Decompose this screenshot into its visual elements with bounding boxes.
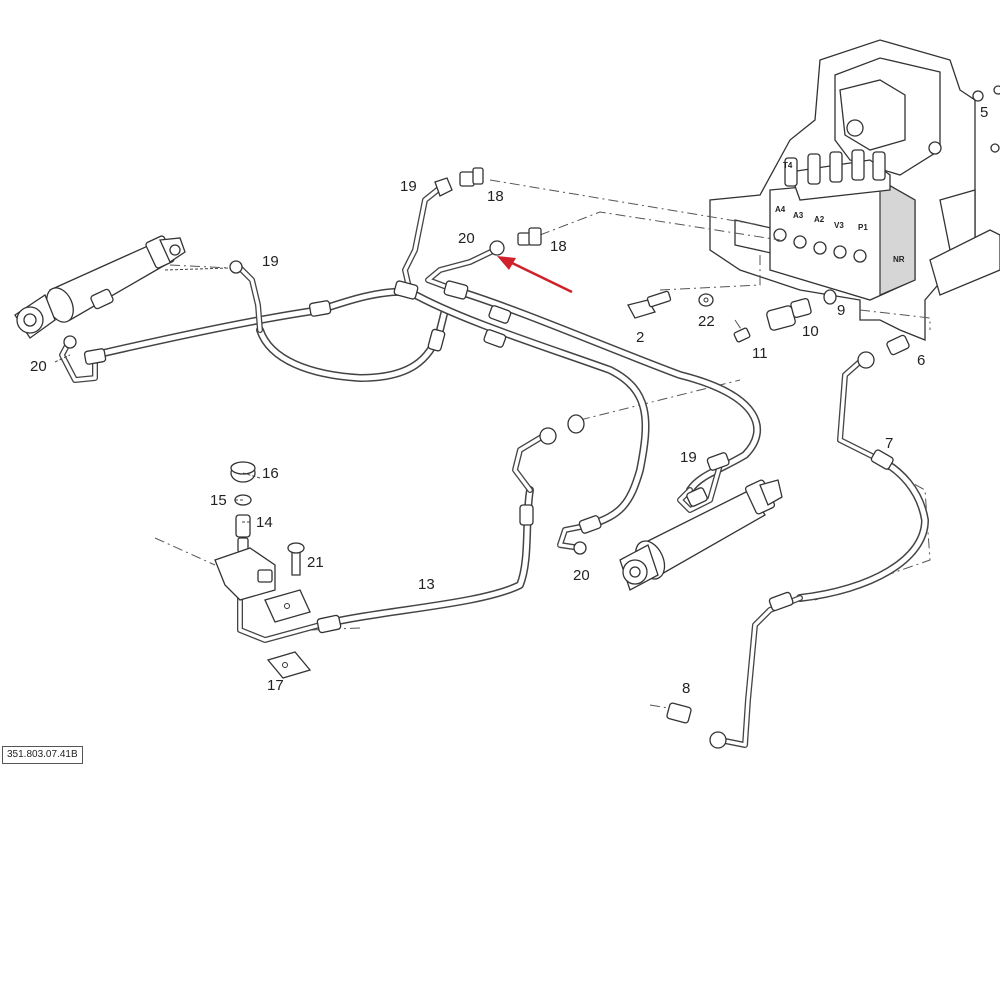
nut-and-oring-13 <box>539 414 585 445</box>
leader-lines <box>54 267 261 523</box>
hydraulic-hoses <box>91 286 929 629</box>
elbow-nut-19-top <box>434 177 453 197</box>
callout-2: 2 <box>636 329 644 346</box>
port-label-a2: A2 <box>814 215 825 224</box>
callout-18-top: 18 <box>487 188 504 205</box>
diagram-reference-code: 351.803.07.41B <box>2 746 83 764</box>
o-ring-9 <box>823 289 837 305</box>
fittings <box>63 85 1000 749</box>
adapter-18-top <box>459 167 484 187</box>
callout-19-right: 19 <box>680 449 697 466</box>
callout-22: 22 <box>698 313 715 330</box>
callout-13: 13 <box>418 576 435 593</box>
callout-20-left: 20 <box>30 358 47 375</box>
indicator-arrow <box>497 256 573 294</box>
callout-16: 16 <box>262 465 279 482</box>
callout-14: 14 <box>256 514 273 531</box>
callout-15: 15 <box>210 492 227 509</box>
port-label-a3: A3 <box>793 211 804 220</box>
hydraulic-cylinder-left <box>14 235 186 339</box>
control-valve-block: T4 A4 A3 A2 V3 P1 NR <box>769 149 916 301</box>
nut-20-center <box>489 240 505 256</box>
nut-pair-right <box>990 143 1000 153</box>
cylinder-nut-19-left <box>229 260 243 274</box>
hydraulic-cylinder-right <box>619 479 783 591</box>
callout-11: 11 <box>752 345 768 362</box>
nut-20-left <box>63 335 77 349</box>
washer-22 <box>698 293 714 307</box>
callout-9: 9 <box>837 302 845 319</box>
valve-ports <box>773 228 867 263</box>
fitting-11 <box>733 327 751 343</box>
callout-17: 17 <box>267 677 284 694</box>
callout-19-left: 19 <box>262 253 279 270</box>
nut-7-top <box>857 351 875 369</box>
port-label-v3: V3 <box>834 221 844 230</box>
nut-5 <box>972 85 1000 102</box>
valve-spools <box>784 149 886 187</box>
callout-20-bottom: 20 <box>573 567 590 584</box>
callout-20-center: 20 <box>458 230 475 247</box>
callout-8: 8 <box>682 680 690 697</box>
bolt-2 <box>627 290 672 319</box>
sensor-10 <box>766 297 812 331</box>
callout-18-center: 18 <box>550 238 567 255</box>
callout-5: 5 <box>980 104 988 121</box>
callout-19-top: 19 <box>400 178 417 195</box>
port-label-a4: A4 <box>775 205 786 214</box>
nut-20-bottom <box>573 541 587 555</box>
valve-brand-label: NR <box>893 255 905 264</box>
callout-6: 6 <box>917 352 925 369</box>
port-label-p1: P1 <box>858 223 868 232</box>
callout-21: 21 <box>307 554 324 571</box>
adapter-6 <box>886 334 910 356</box>
sensor-8 <box>666 702 727 749</box>
adapter-18-center <box>517 227 542 246</box>
callout-numbers: 19 18 20 18 19 20 5 2 22 10 9 11 6 7 19 … <box>30 104 988 697</box>
hose-ferrules <box>83 280 894 634</box>
port-label-t4: T4 <box>783 161 793 170</box>
callout-7: 7 <box>885 435 893 452</box>
callout-10: 10 <box>802 323 819 340</box>
pressure-switch-assembly <box>214 461 312 679</box>
